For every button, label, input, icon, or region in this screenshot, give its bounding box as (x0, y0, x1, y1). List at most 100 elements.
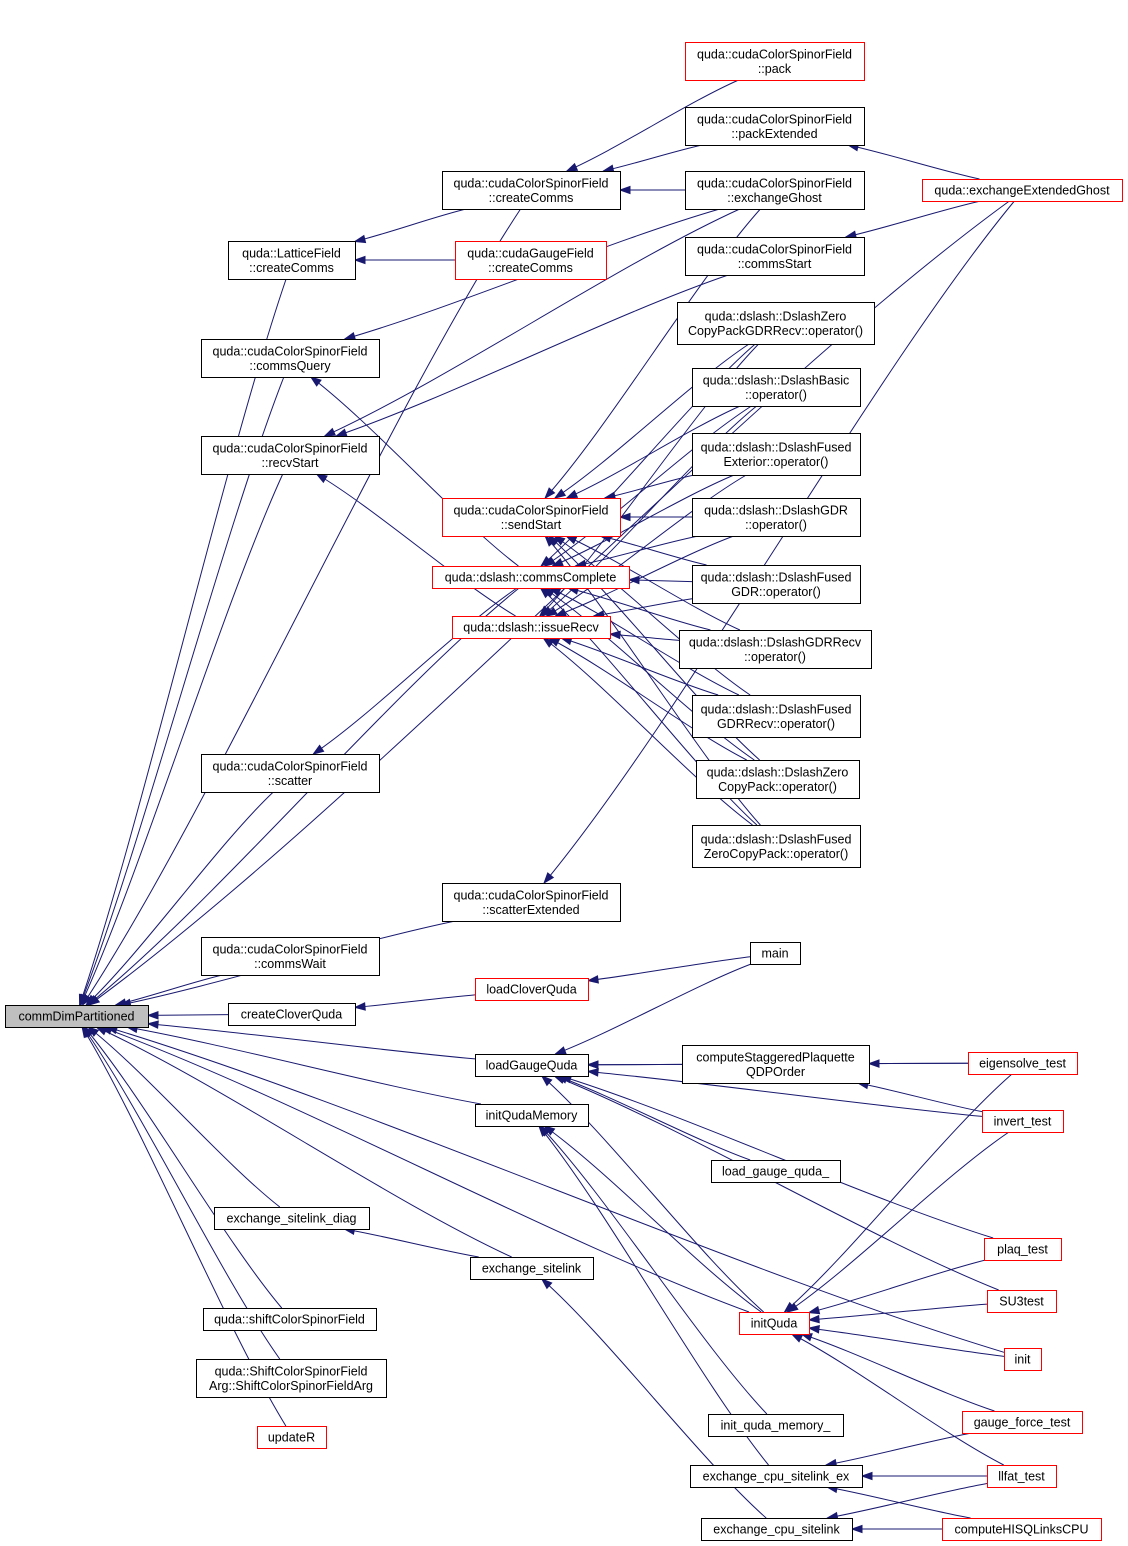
node-box[interactable] (987, 1465, 1057, 1488)
node-box[interactable] (692, 565, 861, 604)
node-box[interactable] (982, 1110, 1064, 1133)
node-su3test[interactable]: SU3test (987, 1290, 1057, 1313)
node-box[interactable] (201, 339, 380, 378)
node-box[interactable] (968, 1052, 1078, 1075)
node-box[interactable] (692, 825, 861, 868)
node-exchExtGhost[interactable]: quda::exchangeExtendedGhost (922, 179, 1123, 202)
node-commsWait[interactable]: quda::cudaColorSpinorField::commsWait (201, 937, 380, 976)
node-zeroCopyPack[interactable]: quda::dslash::DslashZeroCopyPack::operat… (696, 760, 860, 799)
node-box[interactable] (196, 1359, 387, 1398)
node-sendStart[interactable]: quda::cudaColorSpinorField::sendStart (442, 498, 621, 537)
node-zeroCopyGDRRecv[interactable]: quda::dslash::DslashZeroCopyPackGDRRecv:… (677, 302, 875, 345)
node-dslashBasic[interactable]: quda::dslash::DslashBasic::operator() (692, 368, 861, 407)
node-fusedExterior[interactable]: quda::dslash::DslashFusedExterior::opera… (692, 433, 861, 476)
node-scatterExt[interactable]: quda::cudaColorSpinorField::scatterExten… (442, 883, 621, 922)
node-fusedZeroCopy[interactable]: quda::dslash::DslashFusedZeroCopyPack::o… (692, 825, 861, 868)
node-initQudaMem_[interactable]: init_quda_memory_ (708, 1414, 844, 1437)
node-box[interactable] (962, 1411, 1083, 1434)
node-shiftCSF[interactable]: quda::shiftColorSpinorField (203, 1308, 377, 1331)
node-box[interactable] (685, 171, 865, 210)
node-box[interactable] (432, 566, 630, 589)
node-loadGaugeQuda_[interactable]: load_gauge_quda_ (711, 1160, 841, 1183)
node-exchCpu[interactable]: exchange_cpu_sitelink (701, 1518, 853, 1541)
node-gaugeForce[interactable]: gauge_force_test (962, 1411, 1083, 1434)
node-issueRecv[interactable]: quda::dslash::issueRecv (452, 616, 611, 639)
node-box[interactable] (201, 436, 380, 475)
node-box[interactable] (203, 1308, 377, 1331)
node-gdrRecv[interactable]: quda::dslash::DslashGDRRecv::operator() (679, 630, 872, 669)
node-box[interactable] (987, 1290, 1057, 1313)
node-box[interactable] (696, 760, 860, 799)
node-createComms[interactable]: quda::cudaColorSpinorField::createComms (442, 171, 621, 210)
node-box[interactable] (442, 498, 621, 537)
node-hisq[interactable]: computeHISQLinksCPU (942, 1518, 1102, 1541)
node-box[interactable] (682, 1045, 870, 1084)
node-commsStart[interactable]: quda::cudaColorSpinorField::commsStart (685, 237, 865, 276)
node-main[interactable]: main (750, 942, 801, 965)
node-box[interactable] (228, 1003, 356, 1026)
node-eigensolve[interactable]: eigensolve_test (968, 1052, 1078, 1075)
node-box[interactable] (475, 978, 589, 1001)
node-updateR[interactable]: updateR (257, 1426, 327, 1449)
node-commsQuery[interactable]: quda::cudaColorSpinorField::commsQuery (201, 339, 380, 378)
node-box[interactable] (685, 107, 865, 146)
node-box[interactable] (1004, 1348, 1042, 1371)
node-box[interactable] (942, 1518, 1102, 1541)
node-latticeCreate[interactable]: quda::LatticeField::createComms (228, 241, 356, 280)
node-box[interactable] (677, 302, 875, 345)
node-pack[interactable]: quda::cudaColorSpinorField::pack (685, 42, 865, 81)
node-box[interactable] (452, 616, 611, 639)
node-box[interactable] (701, 1518, 853, 1541)
node-box[interactable] (470, 1257, 594, 1280)
node-createClover[interactable]: createCloverQuda (228, 1003, 356, 1026)
node-exchGhost[interactable]: quda::cudaColorSpinorField::exchangeGhos… (685, 171, 865, 210)
node-box[interactable] (692, 498, 861, 537)
node-loadClover[interactable]: loadCloverQuda (475, 978, 589, 1001)
node-box[interactable] (475, 1054, 589, 1077)
node-commsComplete[interactable]: quda::dslash::commsComplete (432, 566, 630, 589)
node-box[interactable] (690, 1465, 863, 1488)
node-exchSitelink[interactable]: exchange_sitelink (470, 1257, 594, 1280)
node-exchDiag[interactable]: exchange_sitelink_diag (214, 1207, 370, 1230)
node-box[interactable] (692, 433, 861, 476)
node-box[interactable] (214, 1207, 370, 1230)
node-plaqTest[interactable]: plaq_test (984, 1238, 1062, 1261)
node-scatter[interactable]: quda::cudaColorSpinorField::scatter (201, 754, 380, 793)
node-box[interactable] (228, 241, 356, 280)
node-box[interactable] (692, 695, 861, 738)
node-exchCpuEx[interactable]: exchange_cpu_sitelink_ex (690, 1465, 863, 1488)
node-box[interactable] (442, 883, 621, 922)
node-box[interactable] (257, 1426, 327, 1449)
node-shiftArg[interactable]: quda::ShiftColorSpinorFieldArg::ShiftCol… (196, 1359, 387, 1398)
node-box[interactable] (5, 1005, 149, 1028)
node-root[interactable]: commDimPartitioned (5, 1005, 149, 1028)
node-box[interactable] (750, 942, 801, 965)
node-box[interactable] (692, 368, 861, 407)
node-box[interactable] (201, 754, 380, 793)
node-loadGauge[interactable]: loadGaugeQuda (475, 1054, 589, 1077)
node-box[interactable] (442, 171, 621, 210)
node-packExt[interactable]: quda::cudaColorSpinorField::packExtended (685, 107, 865, 146)
node-box[interactable] (685, 237, 865, 276)
node-box[interactable] (201, 937, 380, 976)
node-box[interactable] (708, 1414, 844, 1437)
node-initQudaMem[interactable]: initQudaMemory (475, 1104, 589, 1127)
node-gaugeCreate[interactable]: quda::cudaGaugeField::createComms (455, 241, 607, 280)
node-box[interactable] (455, 241, 607, 280)
node-box[interactable] (984, 1238, 1062, 1261)
node-fusedGDRRecv[interactable]: quda::dslash::DslashFusedGDRRecv::operat… (692, 695, 861, 738)
node-recvStart[interactable]: quda::cudaColorSpinorField::recvStart (201, 436, 380, 475)
node-box[interactable] (679, 630, 872, 669)
node-dslashGDR[interactable]: quda::dslash::DslashGDR::operator() (692, 498, 861, 537)
node-initQuda[interactable]: initQuda (739, 1312, 810, 1335)
node-box[interactable] (475, 1104, 589, 1127)
node-box[interactable] (739, 1312, 810, 1335)
node-init[interactable]: init (1004, 1348, 1042, 1371)
node-llfat[interactable]: llfat_test (987, 1465, 1057, 1488)
node-box[interactable] (685, 42, 865, 81)
node-box[interactable] (711, 1160, 841, 1183)
node-box[interactable] (922, 179, 1123, 202)
node-invertTest[interactable]: invert_test (982, 1110, 1064, 1133)
